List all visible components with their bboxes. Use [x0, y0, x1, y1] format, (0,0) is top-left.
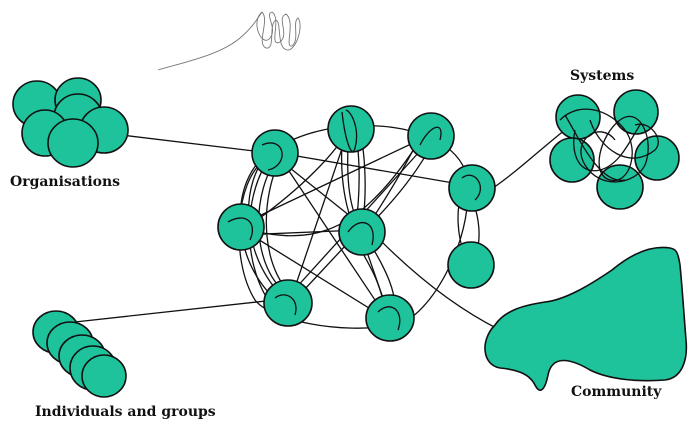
organisations-label: Organisations [10, 174, 120, 190]
systems-label: Systems [570, 68, 634, 84]
node-top-middle [327, 105, 375, 153]
node-right-lower [447, 241, 495, 289]
central-network-nodes [217, 105, 496, 342]
node-bottom-right [365, 294, 415, 342]
node-left [217, 203, 265, 251]
scribble-mark [157, 11, 301, 71]
node-right [448, 164, 496, 212]
community-label: Community [571, 384, 662, 400]
node-left-top [251, 129, 299, 177]
systems-cluster [549, 89, 680, 210]
node-top-right [407, 112, 455, 160]
individuals-label: Individuals and groups [35, 404, 216, 420]
individuals-cluster [32, 310, 127, 398]
node-bottom-left [263, 279, 313, 327]
node-center [338, 208, 386, 256]
community-shape [484, 246, 688, 391]
organisations-cluster [12, 77, 129, 168]
